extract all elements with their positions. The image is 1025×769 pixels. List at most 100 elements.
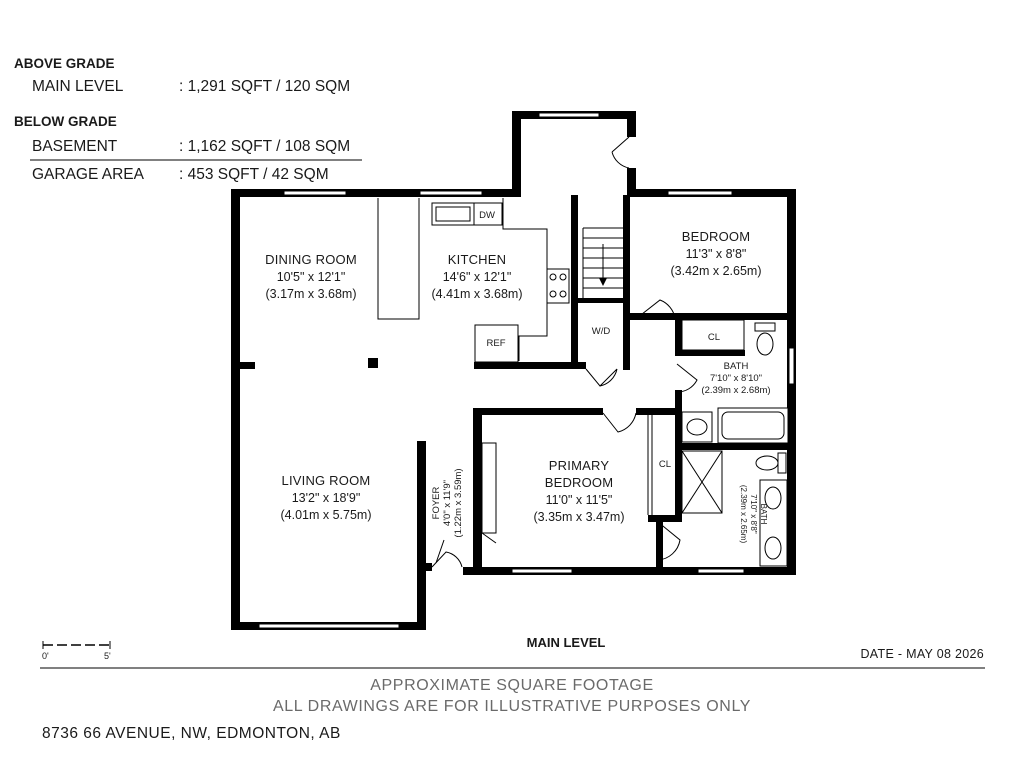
toilet [756,332,774,356]
kitchen-dim-metric: (4.41m x 3.68m) [431,287,522,301]
bath1-name: BATH [724,361,749,372]
wall-segment [627,168,636,191]
room-labels: DINING ROOM 10'5" x 12'1" (3.17m x 3.68m… [265,229,770,543]
dining-room-dim-imperial: 10'5" x 12'1" [277,270,346,284]
wall-segment [473,409,482,575]
bath2-dim-imperial: 7'10" x 8'8" [749,494,758,534]
dining-room-dim-metric: (3.17m x 3.68m) [265,287,356,301]
primary-bedroom-dim-metric: (3.35m x 3.47m) [533,510,624,524]
sink-basin [764,486,782,510]
refrigerator [474,324,519,363]
primary-bedroom-name-2: BEDROOM [545,475,614,490]
stair-arrowhead [599,278,607,286]
window [419,190,483,196]
scale-start-label: 0' [42,651,49,661]
wall-segment [417,563,432,571]
foyer-dim-metric: (1.22m x 3.59m) [453,468,464,537]
level-title: MAIN LEVEL [527,635,606,650]
primary-closet-label: CL [659,459,671,470]
scale-end-label: 5' [104,651,111,661]
sink-basin [764,536,782,560]
main-level-label: MAIN LEVEL [32,78,124,95]
window [667,190,733,196]
door-swing [431,551,463,568]
door-swing [585,368,618,387]
garage-label: GARAGE AREA [32,166,145,183]
plan-date: DATE - MAY 08 2026 [860,647,984,661]
walls [231,111,796,630]
kitchen-name: KITCHEN [448,252,506,267]
stove-burner [559,273,567,281]
wall-segment [473,408,603,415]
wall-segment [675,350,745,356]
basement-label: BASEMENT [32,138,118,155]
window [788,347,795,385]
door-swing [657,521,681,561]
wall-segment [627,111,636,137]
bedroom-name: BEDROOM [682,229,751,244]
door-swing [636,299,676,319]
column [368,358,378,368]
closet [681,319,745,351]
wall-segment [578,298,625,303]
foyer-dim-imperial: 4'0" x 11'9" [442,480,453,526]
window [697,568,745,574]
dishwasher [473,202,503,226]
toilet-tank [754,322,776,332]
bath2-dim-metric: (2.39m x 2.65m) [739,485,748,544]
bath1-dim-imperial: 7'10" x 8'10" [710,373,762,384]
fixtures: DW REF W/D CL [377,198,789,567]
wall-segment [675,313,682,355]
dishwasher-label: DW [479,210,495,221]
wall-segment [474,362,586,369]
door-swing [435,539,445,564]
footer-line-2: ALL DRAWINGS ARE FOR ILLUSTRATIVE PURPOS… [273,698,751,715]
wall-segment [231,189,240,630]
sink-basin [686,418,708,436]
toilet [755,455,779,471]
foyer-closet [481,442,497,534]
stove-burner [549,290,557,298]
bedroom-dim-imperial: 11'3" x 8'8" [686,247,747,261]
above-grade-heading: ABOVE GRADE [14,56,115,71]
bedroom-dim-metric: (3.42m x 2.65m) [670,264,761,278]
main-level-value: : 1,291 SQFT / 120 SQM [179,78,350,95]
doors [431,136,698,568]
wall-segment [417,441,426,630]
scale-bar: 0' 5' [42,641,111,661]
bedroom-closet-label: CL [708,332,720,343]
living-room-dim-metric: (4.01m x 5.75m) [280,508,371,522]
garage-value: : 453 SQFT / 42 SQM [179,166,329,183]
living-room-name: LIVING ROOM [282,473,371,488]
wall-segment [675,390,682,518]
wall-segment [648,515,682,522]
bath1-dim-metric: (2.39m x 2.68m) [701,385,770,396]
refrigerator-label: REF [487,338,506,349]
windows [258,112,795,629]
area-summary: ABOVE GRADE MAIN LEVEL : 1,291 SQFT / 12… [14,56,362,183]
bath2-name: BATH [759,504,768,525]
bathtub [717,407,789,444]
wall-segment [636,408,682,415]
window [511,568,573,574]
footer-line-1: APPROXIMATE SQUARE FOOTAGE [370,677,654,694]
window [538,112,600,118]
window [283,190,347,196]
washer-dryer-label: W/D [592,326,611,337]
wall-segment [231,362,255,369]
wall-segment [630,313,790,320]
window [258,623,400,629]
wall-segment [512,111,521,197]
kitchen-dim-imperial: 14'6" x 12'1" [443,270,512,284]
door-swing [611,136,630,169]
wall-segment [231,189,520,197]
sink-basin [435,206,471,222]
stove-burner [559,290,567,298]
address: 8736 66 AVENUE, NW, EDMONTON, AB [42,725,341,742]
primary-bedroom-name-1: PRIMARY [549,458,610,473]
wall-segment [623,195,630,370]
toilet-tank [777,452,787,474]
wall-segment [571,195,578,369]
bathtub-inner [721,411,785,440]
